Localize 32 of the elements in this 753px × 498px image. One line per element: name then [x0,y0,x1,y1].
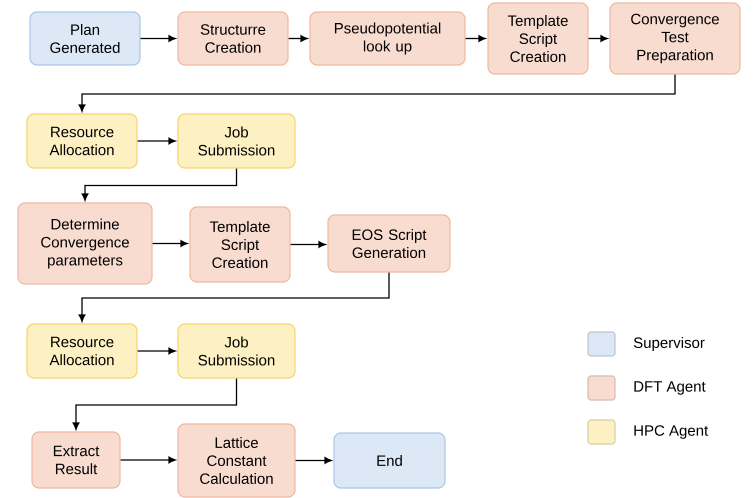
legend-label: HPC Agent [634,425,708,439]
process-box: Structurre Creation [177,11,289,66]
arrow [138,348,176,354]
arrow [78,272,390,322]
process-box: Extract Result [31,431,121,489]
process-box: Convergence Test Preparation [609,2,741,75]
arrow [120,456,176,464]
process-box: Lattice Constant Calculation [177,423,296,498]
arrow [140,35,176,42]
legend-label: DFT Agent [634,381,706,395]
process-box: Determine Convergence parameters [17,202,153,285]
legend-label: Supervisor [634,337,705,351]
process-box: Pseudopotential look up [309,11,466,66]
process-box: EOS Script Generation [327,214,451,273]
arrow [288,35,308,42]
process-box: Template Script Creation [189,206,291,283]
process-box: End [333,432,446,489]
arrow [290,241,326,248]
process-box: Resource Allocation [26,323,138,379]
arrow [82,168,238,201]
arrow [78,74,676,112]
arrow [72,378,238,430]
arrow [466,35,486,42]
arrow [588,35,608,42]
arrow [138,138,176,144]
arrow [152,240,188,247]
arrow [296,457,332,464]
process-box: Resource Allocation [26,113,138,169]
process-box: Job Submission [177,113,296,169]
process-box: Template Script Creation [487,2,589,75]
process-box: Plan Generated [29,11,141,66]
process-box: Job Submission [177,323,296,379]
